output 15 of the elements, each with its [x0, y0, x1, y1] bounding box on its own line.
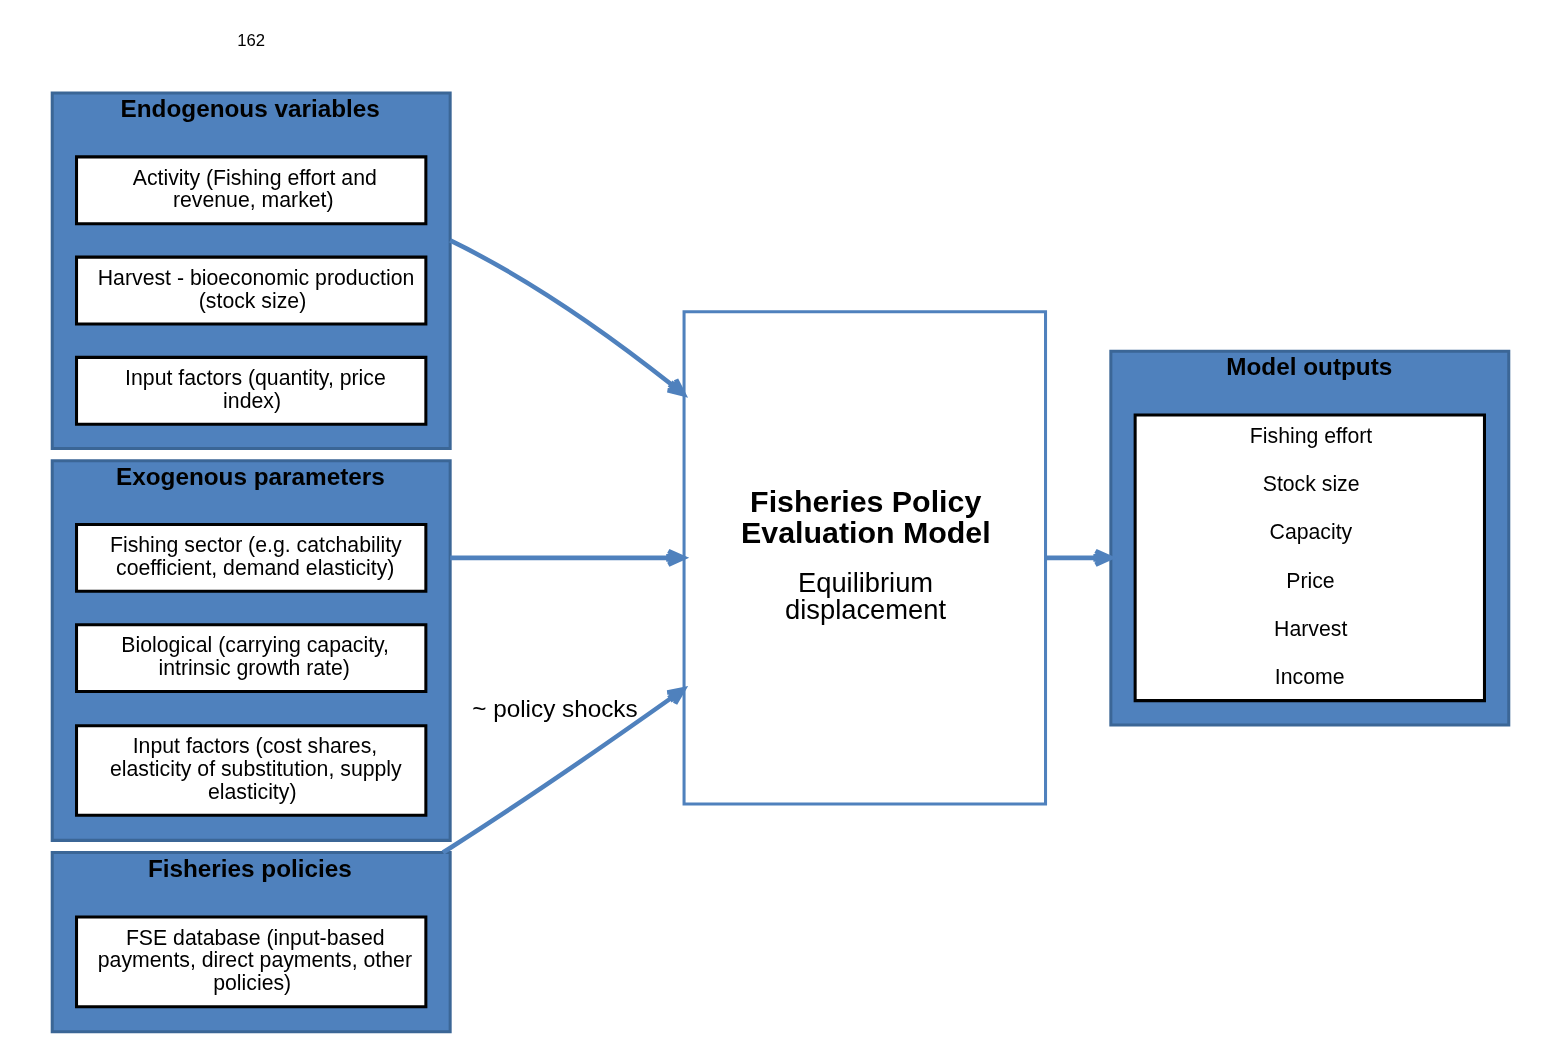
node-box: FSE database (input-based payments, direct payments, other policies) — [74, 915, 427, 1009]
arrow — [448, 238, 686, 397]
node-box: Input factors (cost shares, elasticity of substitution, supply elasticity) — [74, 724, 427, 817]
arrow — [441, 686, 686, 855]
arrow — [449, 548, 686, 567]
node-box: Fishing effort Stock size Capacity Price Harvest Income — [1133, 413, 1486, 703]
arrow — [1045, 548, 1113, 567]
node-box: Fishing sector (e.g. catchability coefficient, demand elasticity) — [74, 522, 427, 593]
label: 162 — [236, 30, 265, 50]
edge-label: ~ policy shocks — [471, 695, 638, 723]
node-box: Activity (Fishing effort and revenue, market) — [74, 155, 427, 226]
node-box: Biological (carrying capacity, intrinsic growth rate) — [74, 623, 427, 694]
node-box: Fisheries Policy Evaluation Model Equilibrium displacement — [682, 310, 1047, 806]
node-box: Input factors (quantity, price index) — [74, 355, 427, 426]
node-box: Harvest - bioeconomic production (stock size) — [74, 255, 427, 326]
